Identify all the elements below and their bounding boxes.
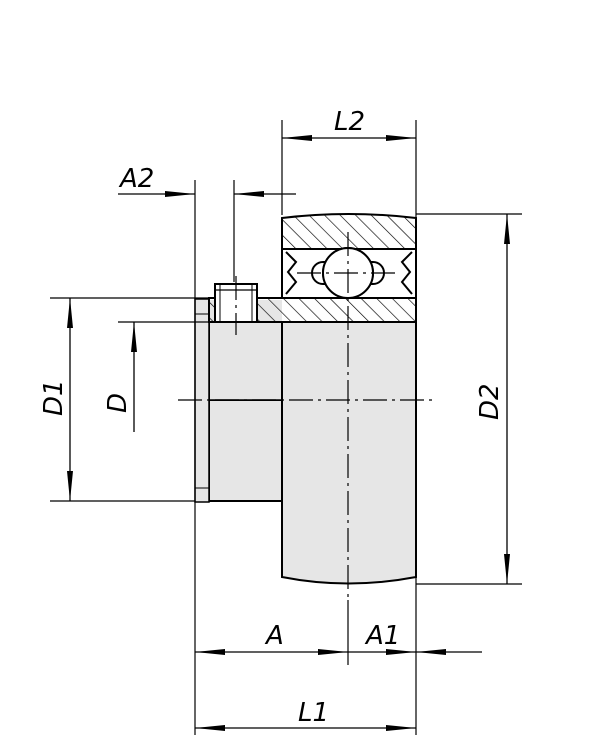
extension-lines [50, 120, 522, 735]
dimension-labels: L2 A2 D1 D D2 A A1 L1 [39, 107, 505, 728]
bearing-part [194, 213, 417, 585]
seal-right [400, 251, 413, 295]
inner-ring-body [281, 321, 417, 585]
seal-left [285, 251, 298, 295]
label-d2: D2 [475, 383, 505, 420]
label-a: A [264, 621, 284, 651]
dimension-lines [67, 135, 510, 731]
label-d1: D1 [39, 379, 69, 416]
label-l1: L1 [298, 698, 329, 728]
outer-ring-section [281, 213, 417, 250]
label-l2: L2 [334, 107, 365, 137]
label-a2: A2 [118, 164, 154, 194]
label-a1: A1 [364, 621, 400, 651]
center-lines [178, 232, 432, 600]
label-d: D [103, 393, 133, 413]
